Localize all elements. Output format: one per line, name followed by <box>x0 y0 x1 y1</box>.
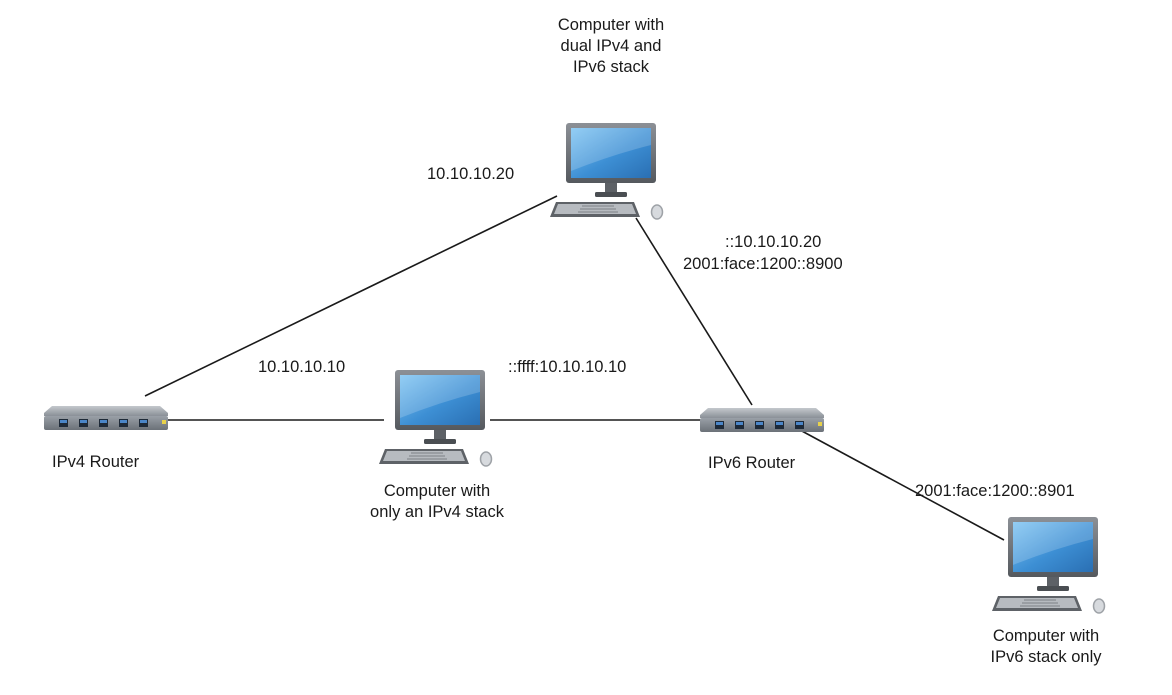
label-line: IPv6 stack <box>572 58 650 76</box>
link-ipv6router-ipv6host <box>799 429 1005 541</box>
dual-ipv6-mapped-address: ::10.10.10.20 <box>725 233 822 251</box>
ipv6-router-icon <box>700 408 824 432</box>
ipv4-host-mapped-address: ::ffff:10.10.10.10 <box>508 358 627 376</box>
label-line: dual IPv4 and <box>560 37 662 55</box>
ipv4-computer-icon <box>378 369 493 467</box>
label-line: IPv6 stack only <box>990 648 1102 666</box>
ipv4-host-address: 10.10.10.10 <box>258 358 346 376</box>
label-line: Computer with <box>992 627 1100 645</box>
dual-ipv6-address: 2001:face:1200::8900 <box>683 255 843 273</box>
ipv6-router-label: IPv6 Router <box>708 454 796 472</box>
label-line: Computer with <box>557 16 665 34</box>
ipv4-router-label: IPv4 Router <box>52 453 140 471</box>
label-line: only an IPv4 stack <box>370 503 504 521</box>
link-ipv4router-dual <box>144 195 558 397</box>
ipv6-computer-icon <box>991 516 1106 614</box>
dual-stack-computer-label: Computer with dual IPv4 and IPv6 stack <box>558 15 664 78</box>
ipv6-computer-label: Computer with IPv6 stack only <box>991 626 1102 668</box>
network-links <box>144 195 1005 541</box>
link-dual-ipv6router <box>635 217 753 406</box>
label-line: Computer with <box>383 482 491 500</box>
ipv4-computer-label: Computer with only an IPv4 stack <box>370 481 504 523</box>
dual-ipv4-address: 10.10.10.20 <box>427 165 515 183</box>
ipv6-host-address: 2001:face:1200::8901 <box>915 482 1075 500</box>
dual-stack-computer-icon <box>549 122 664 220</box>
ipv4-router-icon <box>44 406 168 430</box>
